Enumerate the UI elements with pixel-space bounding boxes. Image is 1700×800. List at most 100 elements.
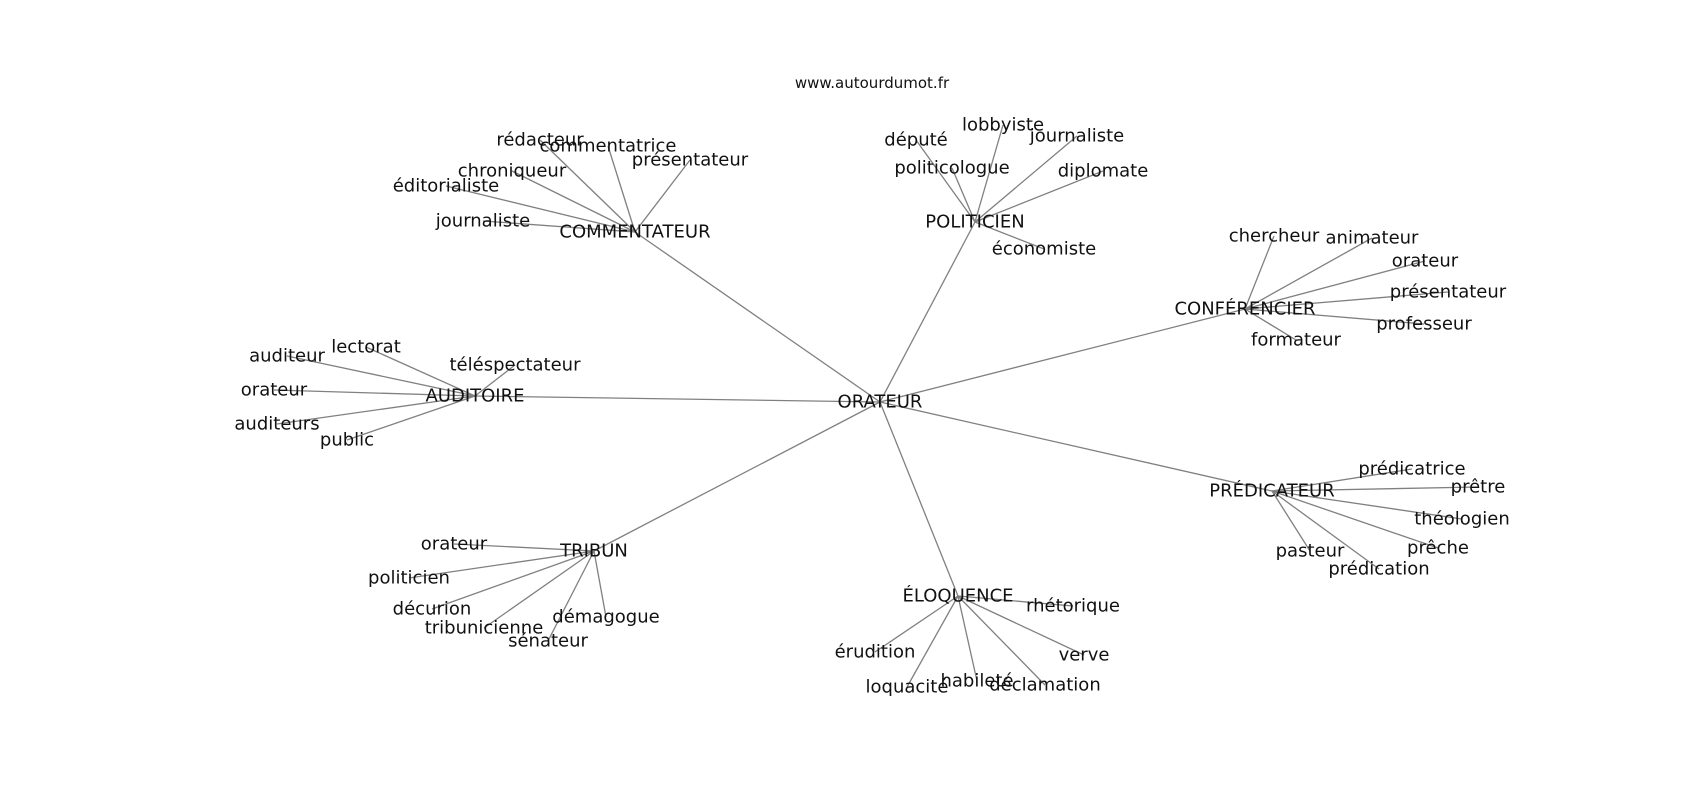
edge-auditoire-public xyxy=(346,395,476,441)
leaf-word-pretre[interactable]: prêtre xyxy=(1451,477,1506,498)
leaf-word-chroniqueur[interactable]: chroniqueur xyxy=(458,161,567,182)
edge-eloquence-rhetorique xyxy=(957,595,1074,607)
hub-word-tribun[interactable]: TRIBUN xyxy=(559,541,628,562)
edge-predicateur-theologien xyxy=(1271,490,1463,520)
edge-eloquence-erudition xyxy=(874,595,959,653)
edge-eloquence-habilete xyxy=(957,595,978,682)
edge-center-politicien xyxy=(879,221,976,403)
leaf-word-predication[interactable]: prédication xyxy=(1328,559,1429,580)
edge-auditoire-orateur xyxy=(273,389,476,397)
leaf-word-auditeurs[interactable]: auditeurs xyxy=(234,414,319,435)
edge-center-auditoire xyxy=(474,395,881,403)
edge-tribun-tribunicienne xyxy=(483,550,595,629)
edge-tribun-senateur xyxy=(547,550,595,642)
leaf-word-journaliste[interactable]: journaliste xyxy=(435,211,530,232)
leaf-word-presentateur[interactable]: présentateur xyxy=(1390,282,1507,303)
edge-tribun-decurion xyxy=(431,550,595,610)
leaf-word-demagogue[interactable]: démagogue xyxy=(552,607,659,628)
leaf-word-public[interactable]: public xyxy=(320,430,374,451)
leaf-word-telespectateur[interactable]: téléspectateur xyxy=(449,355,581,376)
edge-auditoire-auditeurs xyxy=(276,395,476,425)
edge-politicien-lobbyiste xyxy=(974,124,1004,223)
edge-auditoire-telespectateur xyxy=(474,364,516,397)
hub-word-politicien[interactable]: POLITICIEN xyxy=(925,212,1024,233)
edge-politicien-depute xyxy=(915,139,976,223)
hub-word-eloquence[interactable]: ÉLOQUENCE xyxy=(902,585,1013,607)
edge-center-conferencier xyxy=(879,308,1246,403)
edge-center-tribun xyxy=(593,401,881,552)
leaf-word-politicien[interactable]: politicien xyxy=(368,568,450,589)
leaf-word-pasteur[interactable]: pasteur xyxy=(1276,541,1345,562)
leaf-word-depute[interactable]: député xyxy=(884,130,947,151)
leaf-word-diplomate[interactable]: diplomate xyxy=(1058,161,1149,182)
hub-word-auditoire[interactable]: AUDITOIRE xyxy=(425,386,524,407)
leaf-word-orateur[interactable]: orateur xyxy=(241,380,308,401)
edge-auditoire-lectorat xyxy=(365,346,476,397)
leaf-word-loquacite[interactable]: loquacité xyxy=(866,677,949,698)
edge-conferencier-orateur xyxy=(1244,260,1426,310)
leaf-word-preche[interactable]: prêche xyxy=(1407,538,1469,559)
edge-predicateur-preche xyxy=(1271,490,1439,549)
edge-conferencier-chercheur xyxy=(1244,235,1275,310)
leaf-word-declamation[interactable]: déclamation xyxy=(989,675,1100,696)
edge-predicateur-predication xyxy=(1271,490,1380,570)
leaf-word-lectorat[interactable]: lectorat xyxy=(331,337,401,358)
leaf-word-editorialiste[interactable]: éditorialiste xyxy=(393,176,500,197)
leaf-word-professeur[interactable]: professeur xyxy=(1376,314,1472,335)
hub-word-predicateur[interactable]: PRÉDICATEUR xyxy=(1209,480,1334,502)
edge-politicien-journaliste xyxy=(974,135,1078,223)
leaf-word-orateur[interactable]: orateur xyxy=(1392,251,1459,272)
leaf-word-politicologue[interactable]: politicologue xyxy=(894,158,1009,179)
edge-predicateur-predicatrice xyxy=(1271,468,1413,492)
edge-center-eloquence xyxy=(879,401,959,597)
leaf-word-commentatrice[interactable]: commentatrice xyxy=(540,136,677,157)
edge-commentateur-commentatrice xyxy=(607,145,636,233)
edges xyxy=(273,124,1479,688)
leaf-word-animateur[interactable]: animateur xyxy=(1326,228,1420,249)
leaf-word-decurion[interactable]: décurion xyxy=(393,599,472,620)
edge-center-commentateur xyxy=(634,231,881,403)
leaf-word-theologien[interactable]: théologien xyxy=(1414,509,1509,530)
leaf-word-erudition[interactable]: érudition xyxy=(835,642,916,663)
edge-center-predicateur xyxy=(879,401,1273,492)
leaf-word-predicatrice[interactable]: prédicatrice xyxy=(1358,459,1465,480)
leaf-word-auditeur[interactable]: auditeur xyxy=(249,346,325,367)
leaf-word-orateur[interactable]: orateur xyxy=(421,534,488,555)
edge-politicien-politicologue xyxy=(951,167,976,223)
leaf-word-tribunicienne[interactable]: tribunicienne xyxy=(425,618,544,639)
center-word[interactable]: ORATEUR xyxy=(838,392,923,413)
leaf-word-presentateur[interactable]: présentateur xyxy=(632,150,749,171)
leaf-word-habilete[interactable]: habileté xyxy=(940,671,1013,692)
edge-auditoire-auditeur xyxy=(286,355,476,397)
labels: rédacteurcommentatriceprésentateurchroni… xyxy=(234,115,1509,698)
edge-conferencier-presentateur xyxy=(1244,291,1449,310)
leaf-word-journaliste[interactable]: journaliste xyxy=(1029,126,1124,147)
leaf-word-formateur[interactable]: formateur xyxy=(1251,330,1342,351)
edge-conferencier-animateur xyxy=(1244,237,1373,310)
edge-politicien-economiste xyxy=(974,221,1045,250)
leaf-word-chercheur[interactable]: chercheur xyxy=(1229,226,1320,247)
edge-eloquence-loquacite xyxy=(906,595,959,688)
edge-commentateur-editorialiste xyxy=(445,185,636,233)
edge-predicateur-pasteur xyxy=(1271,490,1311,552)
edge-conferencier-professeur xyxy=(1244,308,1425,325)
edge-commentateur-chroniqueur xyxy=(511,170,636,233)
hub-word-conferencier[interactable]: CONFÉRENCIER xyxy=(1174,298,1315,320)
edge-tribun-orateur xyxy=(453,543,595,552)
edge-commentateur-journaliste xyxy=(482,220,636,233)
leaf-word-senateur[interactable]: sénateur xyxy=(508,631,588,652)
edge-conferencier-formateur xyxy=(1244,308,1297,341)
edge-eloquence-declamation xyxy=(957,595,1046,686)
hub-word-commentateur[interactable]: COMMENTATEUR xyxy=(559,222,710,243)
leaf-word-economiste[interactable]: économiste xyxy=(992,239,1096,260)
leaf-word-redacteur[interactable]: rédacteur xyxy=(496,130,584,151)
leaf-word-rhetorique[interactable]: rhétorique xyxy=(1026,596,1120,617)
edge-eloquence-verve xyxy=(957,595,1085,656)
site-url: www.autourdumot.fr xyxy=(795,74,950,92)
edge-tribun-politicien xyxy=(408,550,595,579)
edge-politicien-diplomate xyxy=(974,170,1104,223)
leaf-word-lobbyiste[interactable]: lobbyiste xyxy=(962,115,1044,136)
edge-tribun-demagogue xyxy=(593,550,607,618)
leaf-word-verve[interactable]: verve xyxy=(1059,645,1110,666)
edge-predicateur-pretre xyxy=(1271,486,1479,492)
